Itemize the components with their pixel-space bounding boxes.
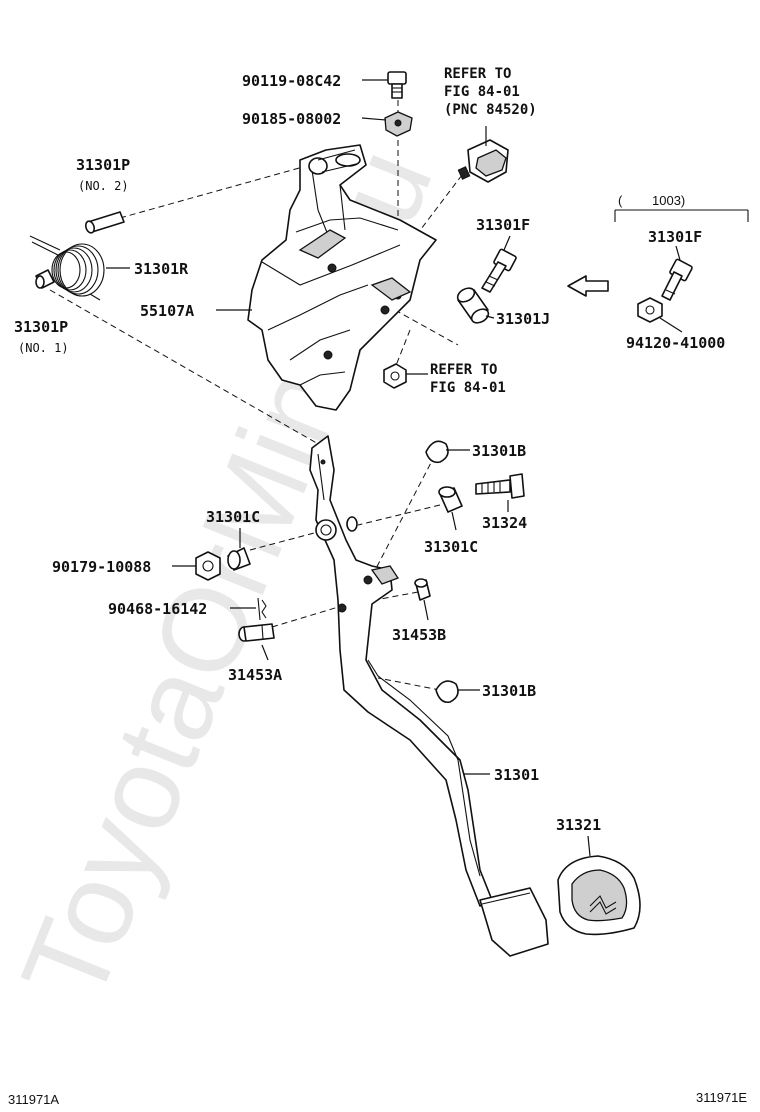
pin-31453a — [238, 623, 275, 642]
clip-nut-90185-08002 — [384, 111, 413, 137]
label-31453b: 31453B — [392, 626, 446, 644]
label-90185-08002: 90185-08002 — [242, 110, 341, 128]
pedal-pad-on-arm — [479, 887, 549, 957]
nut-ref — [383, 363, 407, 389]
stop-lamp-switch — [457, 139, 509, 183]
variant-box-code: 1003) — [652, 193, 685, 208]
part-labels: 90119-08C42 90185-08002 REFER TO FIG 84-… — [14, 66, 725, 834]
label-31301p-no1-sub: (NO. 1) — [18, 341, 69, 355]
clip-31453b — [414, 578, 431, 601]
footer-right-code: 311971E — [696, 1090, 747, 1105]
label-31301b-bottom: 31301B — [482, 682, 536, 700]
cushion-31301b-top — [425, 440, 449, 464]
bolt-90119-08c42 — [387, 71, 407, 99]
nut-90179-10088 — [195, 551, 221, 581]
variant-box — [614, 209, 749, 222]
label-90179-10088: 90179-10088 — [52, 558, 151, 576]
refer-note-1-line1: REFER TO — [444, 66, 511, 82]
footer-left-code: 311971A — [8, 1092, 59, 1107]
nut-94120-41000 — [637, 297, 663, 323]
label-94120-41000: 94120-41000 — [626, 334, 725, 352]
bolt-31324 — [475, 473, 525, 499]
variant-box-open-paren: ( — [618, 193, 623, 208]
leader-lines — [106, 79, 683, 857]
refer-note-1-line3: (PNC 84520) — [444, 102, 537, 118]
label-31324: 31324 — [482, 514, 527, 532]
cushion-31301b-bottom — [435, 680, 459, 704]
brake-pedal-31301 — [309, 435, 493, 907]
label-31301r: 31301R — [134, 260, 189, 278]
label-55107a: 55107A — [140, 302, 194, 320]
label-31301f: 31301F — [476, 216, 530, 234]
bushing-31301c-right — [438, 486, 463, 513]
bracket-55107a — [247, 144, 437, 411]
label-31301c-right: 31301C — [424, 538, 478, 556]
bolt-31301f-variant — [661, 258, 693, 301]
spring-31301r — [29, 235, 105, 301]
label-31301c-left: 31301C — [206, 508, 260, 526]
bushing-31301c-left — [227, 547, 251, 571]
clip-90468-16142 — [257, 597, 267, 621]
label-31301p-no2-sub: (NO. 2) — [78, 179, 129, 193]
label-31301p-no2: 31301P — [76, 156, 130, 174]
pin-31301p-no2 — [84, 211, 125, 234]
hollow-left-arrow-icon — [567, 275, 609, 297]
refer-note-2-line1: REFER TO — [430, 362, 497, 378]
label-31301j: 31301J — [496, 310, 550, 328]
label-90468-16142: 90468-16142 — [108, 600, 207, 618]
refer-note-2-line2: FIG 84-01 — [430, 380, 506, 396]
bushing-31301p-no1 — [35, 269, 55, 289]
pedal-pad-31321 — [557, 855, 641, 936]
bolt-31301f — [481, 248, 517, 293]
label-31301f-variant: 31301F — [648, 228, 702, 246]
label-31453a: 31453A — [228, 666, 282, 684]
label-31321: 31321 — [556, 816, 601, 834]
label-31301: 31301 — [494, 766, 539, 784]
label-90119-08c42: 90119-08C42 — [242, 72, 341, 90]
refer-note-1-line2: FIG 84-01 — [444, 84, 520, 100]
label-31301p-no1: 31301P — [14, 318, 68, 336]
label-31301b-top: 31301B — [472, 442, 526, 460]
collar-31301j — [456, 287, 490, 324]
